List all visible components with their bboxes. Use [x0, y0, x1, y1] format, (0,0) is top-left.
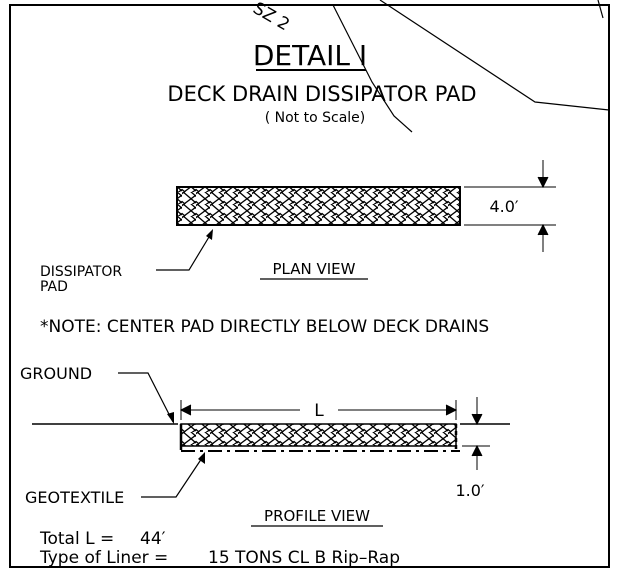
total-l-label: Total L = [39, 529, 114, 549]
total-l-value: 44′ [140, 529, 166, 549]
plan-view-title: PLAN VIEW [273, 260, 356, 278]
profile-pad [180, 423, 457, 447]
geotextile-leader [141, 454, 205, 498]
liner-label: Type of Liner = [39, 548, 168, 568]
plan-dim-arrow-bottom [537, 223, 549, 236]
ground-leader [118, 372, 174, 423]
plan-pad-label-2: PAD [40, 279, 68, 295]
length-arrow-right [445, 404, 458, 416]
plan-leader-arrow [206, 229, 213, 240]
plan-leader [156, 231, 213, 271]
plan-dim-arrow-top [537, 176, 549, 189]
liner-value: 15 TONS CL B Rip–Rap [208, 548, 400, 568]
sheet-border [9, 4, 610, 568]
ground-leader-arrow [167, 412, 174, 424]
thick-arrow-bottom [471, 444, 483, 457]
stray-leader-2 [379, 0, 610, 111]
detail-subtitle: DECK DRAIN DISSIPATOR PAD [167, 82, 476, 106]
plan-pad-label-1: DISSIPATOR [40, 264, 122, 280]
geotextile-leader-arrow [198, 452, 205, 464]
plan-pad [176, 186, 461, 226]
geotextile-label: GEOTEXTILE [25, 488, 124, 507]
center-pad-note: *NOTE: CENTER PAD DIRECTLY BELOW DECK DR… [40, 317, 489, 337]
thick-arrow-top [471, 413, 483, 426]
scale-note: ( Not to Scale) [265, 110, 366, 126]
stray-leader-1 [332, 4, 413, 133]
profile-view-title: PROFILE VIEW [264, 507, 370, 525]
detail-title: DETAIL I [253, 39, 367, 72]
length-dim-label: L [314, 401, 324, 421]
length-arrow-left [179, 404, 192, 416]
stray-leader-3 [597, 0, 604, 19]
thickness-dim-label: 1.0′ [455, 481, 484, 500]
ground-label: GROUND [20, 364, 92, 383]
plan-width-dim: 4.0′ [489, 197, 518, 216]
